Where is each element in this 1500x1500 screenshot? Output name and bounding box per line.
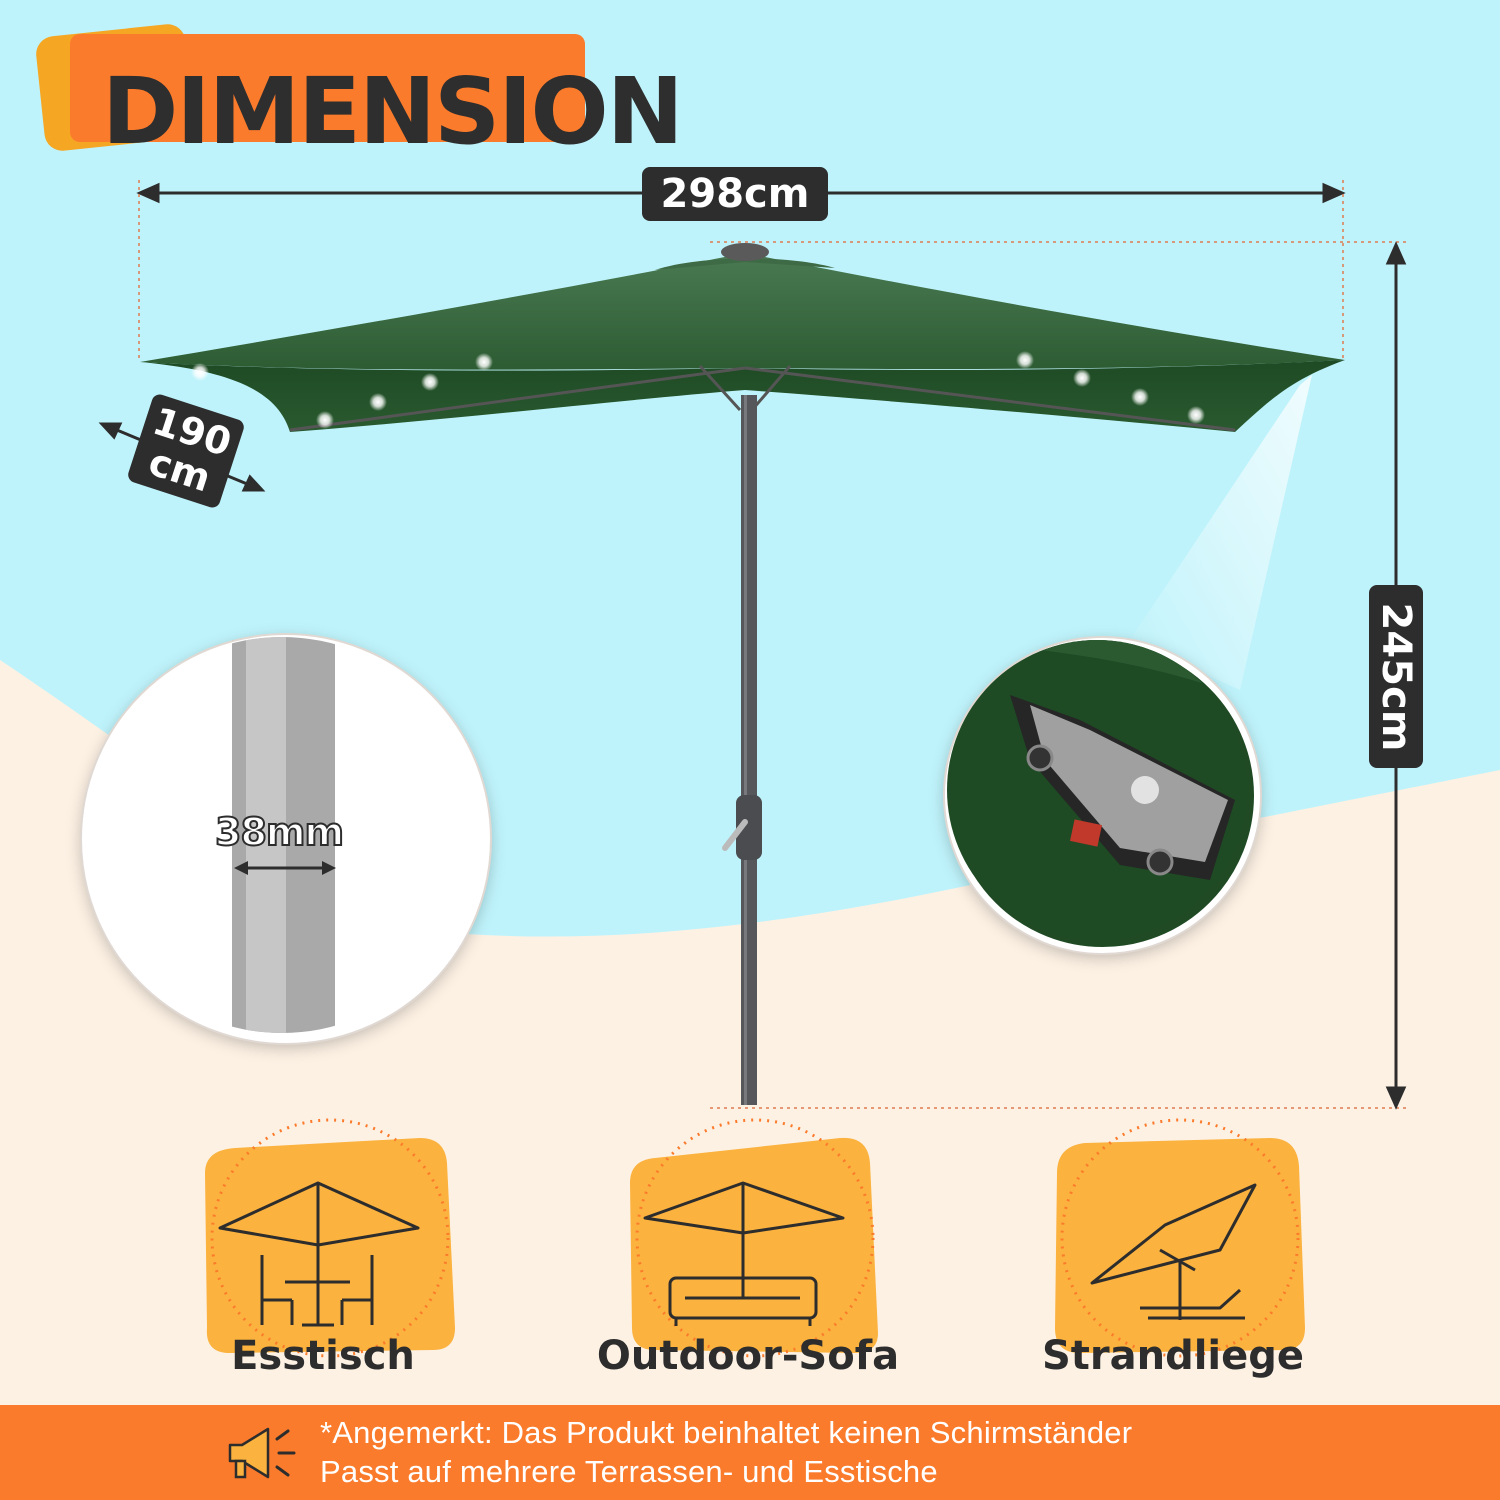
- pole-highlight: [744, 395, 747, 1105]
- use-label-strandliege: Strandliege: [1041, 1333, 1305, 1379]
- led-lights: [191, 351, 1205, 429]
- pole-diameter-label: 38mm: [214, 809, 345, 855]
- page-title: DIMENSION: [102, 58, 684, 165]
- height-label: 245cm: [1369, 585, 1423, 768]
- ribs: [289, 364, 1236, 432]
- crank-handle: [722, 819, 748, 851]
- footer-note-line-2: Passt auf mehrere Terrassen- und Esstisc…: [320, 1454, 938, 1489]
- sunlounger-umbrella-icon: [1090, 1183, 1257, 1320]
- sofa-umbrella-icon: [643, 1181, 845, 1326]
- width-label: 298cm: [642, 167, 828, 221]
- use-label-outdoor-sofa: Outdoor-Sofa: [596, 1333, 900, 1379]
- solar-cap: [721, 243, 769, 261]
- canopy-underside: [140, 360, 1345, 432]
- title-badge: DIMENSION: [34, 22, 684, 165]
- card-strandliege-blob: [1055, 1118, 1305, 1358]
- megaphone-icon: [228, 1427, 296, 1479]
- height-label-text: 245cm: [1373, 602, 1419, 751]
- dining-table-umbrella-icon: [218, 1181, 420, 1327]
- guide-lines: [138, 180, 1410, 1109]
- footer-banner: *Angemerkt: Das Produkt beinhaltet keine…: [0, 1405, 1500, 1500]
- card-esstisch-blob: [205, 1118, 455, 1358]
- canopy-vent: [655, 258, 835, 270]
- use-label-esstisch: Esstisch: [231, 1333, 415, 1379]
- led-light-beam: [1130, 375, 1312, 690]
- umbrella: [140, 243, 1345, 1105]
- title-badge-front: [70, 34, 585, 142]
- canopy-top: [140, 253, 1345, 370]
- footer-note-line-1: *Angemerkt: Das Produkt beinhaltet keine…: [320, 1415, 1133, 1450]
- crank-housing: [736, 795, 762, 860]
- umbrella-pole: [741, 395, 757, 1105]
- solar-panel-closeup-circle: [945, 638, 1260, 953]
